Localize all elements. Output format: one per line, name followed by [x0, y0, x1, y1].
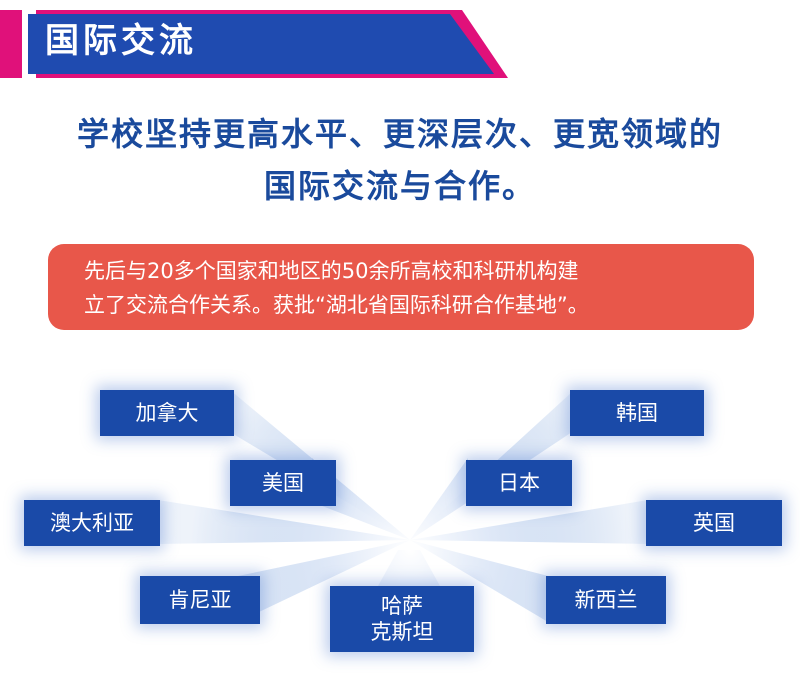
kazakhstan-line-2: 克斯坦 [370, 620, 434, 644]
headline-line-1: 学校坚持更高水平、更深层次、更宽领域的 [76, 115, 723, 153]
country-new-zealand: 新西兰 [546, 576, 666, 624]
highlight-box: 先后与20多个国家和地区的50余所高校和科研机构建 立了交流合作关系。获批“湖北… [48, 244, 754, 330]
headline: 学校坚持更高水平、更深层次、更宽领域的 国际交流与合作。 [0, 108, 800, 212]
country-korea: 韩国 [570, 390, 704, 436]
highlight-line-1: 先后与20多个国家和地区的50余所高校和科研机构建 [84, 259, 579, 283]
section-title: 国际交流 [45, 21, 197, 61]
country-uk: 英国 [646, 500, 782, 546]
header-banner [0, 10, 508, 78]
country-kenya: 肯尼亚 [140, 576, 260, 624]
highlight-line-2: 立了交流合作关系。获批“湖北省国际科研合作基地”。 [84, 293, 589, 317]
country-japan: 日本 [466, 460, 572, 506]
headline-line-2: 国际交流与合作。 [263, 167, 536, 205]
country-kazakhstan: 哈萨 克斯坦 [330, 586, 474, 652]
country-canada: 加拿大 [100, 390, 234, 436]
kazakhstan-line-1: 哈萨 [381, 594, 423, 618]
country-australia: 澳大利亚 [24, 500, 160, 546]
country-usa: 美国 [230, 460, 336, 506]
